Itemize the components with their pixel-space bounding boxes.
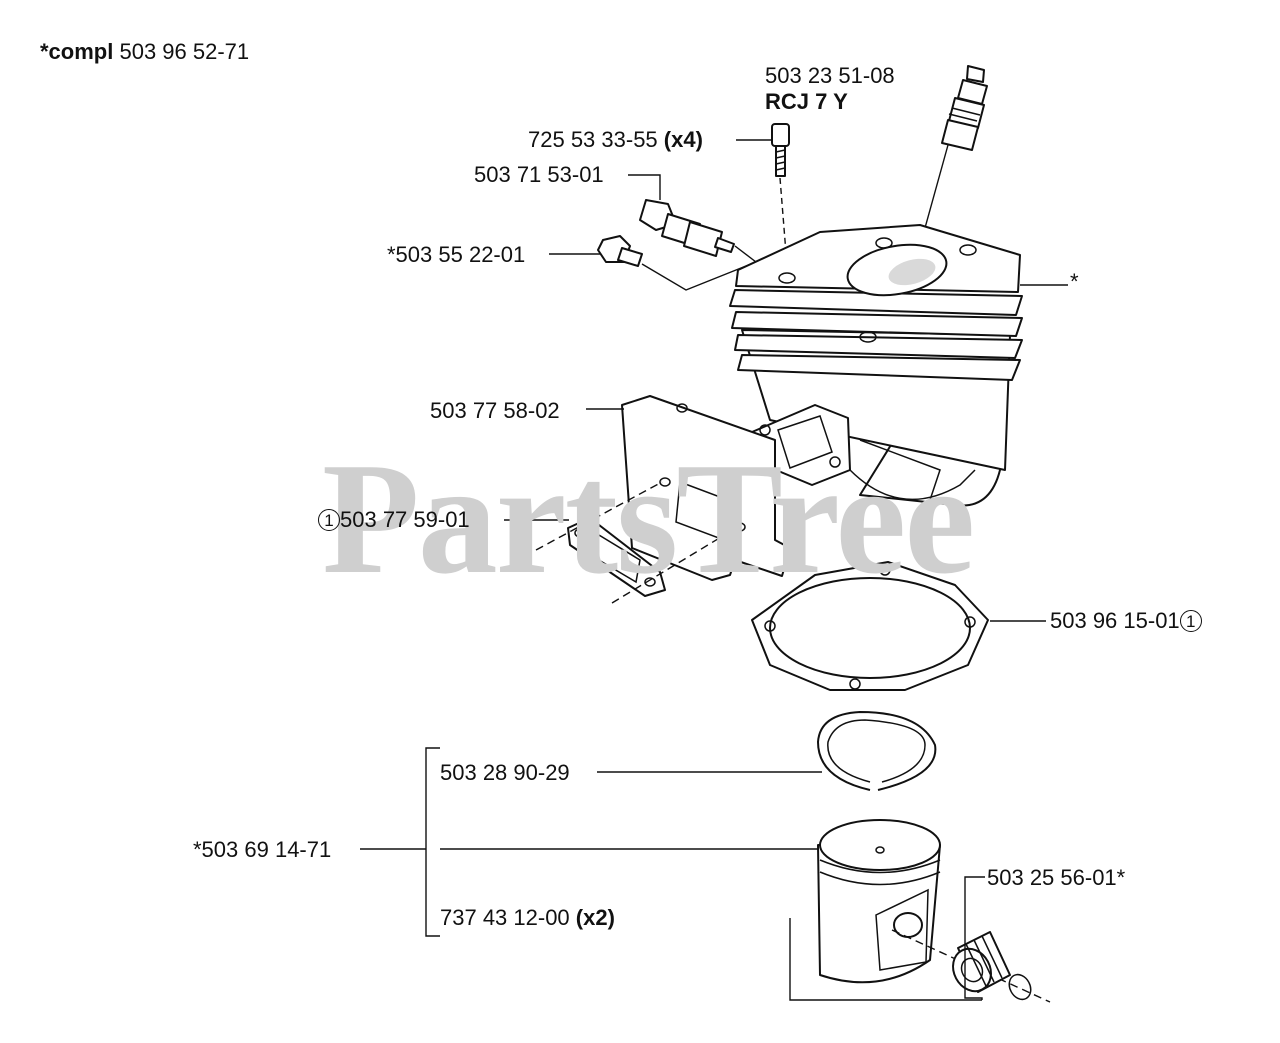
plug-label[interactable]: *503 55 22-01	[387, 242, 526, 267]
watermark: PartsTree	[322, 429, 975, 607]
cylinder-part[interactable]	[729, 224, 1023, 507]
screw-qty: (x4)	[663, 127, 703, 152]
plate-label[interactable]: 503 77 58-02	[430, 398, 560, 423]
spark-plug-type[interactable]: RCJ 7 Y	[765, 89, 848, 114]
title-prefix: *compl	[40, 39, 114, 64]
circlip-leader	[789, 918, 982, 1001]
cylinder-marker[interactable]: *	[1070, 269, 1079, 294]
title-number: 503 96 52-71	[119, 39, 250, 64]
piston-kit-label[interactable]: *503 69 14-71	[193, 837, 332, 862]
base-gasket-badge: 1	[1179, 610, 1202, 632]
bearing-label[interactable]: 503 25 56-01*	[987, 865, 1126, 890]
screw-number: 725 53 33-55	[528, 127, 658, 152]
circlip-number: 737 43 12-00	[440, 905, 570, 930]
valve-label[interactable]: 503 71 53-01	[474, 162, 604, 187]
muffler-gasket-part[interactable]	[567, 517, 666, 597]
circlip-part[interactable]	[1005, 971, 1035, 1003]
ring-label[interactable]: 503 28 90-29	[440, 760, 570, 785]
circlip-qty: (x2)	[575, 905, 615, 930]
piston-part[interactable]	[817, 819, 941, 984]
pin-axis	[891, 929, 1051, 1003]
plug-part[interactable]	[597, 235, 643, 267]
base-gasket-part[interactable]	[751, 561, 989, 691]
bearing-part[interactable]	[946, 931, 1011, 998]
valve-leader	[628, 174, 661, 200]
circlip-label[interactable]: 737 43 12-00 (x2)	[440, 906, 615, 930]
gasket-axis-1	[535, 481, 663, 551]
plate-part[interactable]	[621, 395, 791, 581]
valve-axis	[734, 245, 757, 263]
plug-axis	[641, 261, 757, 291]
kit-bracket	[425, 747, 440, 937]
spark-plug-number[interactable]: 503 23 51-08	[765, 63, 895, 88]
screw-part[interactable]	[771, 123, 790, 177]
valve-part[interactable]	[639, 199, 735, 257]
ring-part[interactable]	[817, 711, 937, 791]
base-gasket-number: 503 96 15-01	[1050, 608, 1180, 633]
spark-plug-part[interactable]	[941, 65, 988, 151]
diagram-title: *compl 503 96 52-71	[40, 40, 249, 64]
screw-label[interactable]: 725 53 33-55 (x4)	[528, 128, 703, 152]
muffler-gasket-badge: 1	[318, 509, 340, 531]
gasket-axis-2	[611, 527, 737, 604]
muffler-gasket-number: 503 77 59-01	[340, 507, 470, 532]
bearing-leader	[964, 876, 985, 1000]
